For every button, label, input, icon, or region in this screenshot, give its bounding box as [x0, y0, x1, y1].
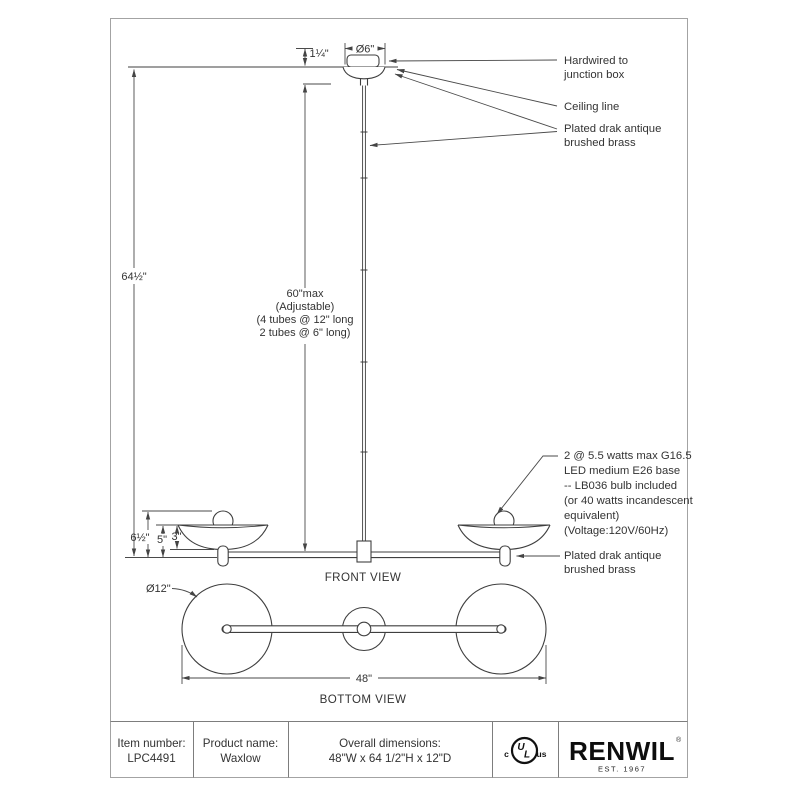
bulb-spec: -- LB036 bulb included	[564, 480, 677, 492]
title-block: Item number: LPC4491 Product name: Waxlo…	[110, 721, 688, 778]
svg-text:L: L	[524, 750, 530, 761]
adjustable-note: (4 tubes @ 12" long	[256, 314, 353, 326]
lamp-mid-dim: 5"	[157, 534, 167, 546]
overall-dimensions-value: 48"W x 64 1/2"H x 12"D	[329, 752, 452, 765]
shade-depth-dim: 3"	[171, 531, 181, 543]
item-number-label: Item number:	[117, 737, 185, 750]
shade-diameter-dim: Ø12"	[146, 583, 171, 595]
product-name-value: Waxlow	[220, 752, 261, 765]
front-view-fixture	[177, 510, 551, 567]
left-finial	[217, 545, 229, 567]
bottom-view-title: BOTTOM VIEW	[320, 693, 407, 706]
annotations: Hardwired to junction box Ceiling line P…	[563, 55, 694, 576]
canopy-stem	[359, 78, 369, 86]
dim-canopy: Ø6" 1¼"	[296, 43, 386, 66]
lamp-total-dim: 6½"	[130, 532, 149, 544]
annotation-leaders	[369, 58, 560, 559]
canopy-height-dim: 1¼"	[310, 48, 329, 60]
canopy-assembly	[128, 54, 398, 86]
hardwired-label: junction box	[563, 69, 625, 81]
overall-dimensions-label: Overall dimensions:	[339, 737, 441, 750]
border-frame	[110, 18, 688, 778]
ceiling-line-label: Ceiling line	[564, 101, 619, 113]
right-finial	[499, 545, 511, 567]
bottom-view-fixture: 48" Ø12"	[146, 583, 547, 685]
svg-text:us: us	[537, 749, 547, 759]
bulb-spec: 2 @ 5.5 watts max G16.5	[564, 450, 692, 462]
plated-brass-bottom-label: brushed brass	[564, 564, 636, 576]
registered-mark: ®	[676, 736, 682, 744]
renwil-logo: RENWIL ® EST. 1967	[569, 736, 682, 774]
hardwired-label: Hardwired to	[564, 55, 628, 67]
product-name-label: Product name:	[203, 737, 278, 750]
plated-brass-top-label: brushed brass	[564, 137, 636, 149]
plated-brass-bottom-label: Plated drak antique	[564, 550, 661, 562]
svg-text:U: U	[517, 742, 525, 753]
overall-height-dim: 64½"	[121, 271, 146, 283]
bulb-spec: equivalent)	[564, 510, 620, 522]
adjustable-note: 60"max	[287, 288, 324, 300]
ul-certification-icon: c U L us	[504, 736, 547, 765]
brand-est: EST. 1967	[598, 765, 646, 774]
view-titles: FRONT VIEW BOTTOM VIEW	[320, 571, 407, 706]
bulb-spec: (Voltage:120V/60Hz)	[564, 525, 668, 537]
brand-name: RENWIL	[569, 736, 675, 766]
canopy-dome	[342, 66, 386, 80]
item-number-value: LPC4491	[127, 752, 175, 765]
dim-adjustable: 60"max (Adjustable) (4 tubes @ 12" long …	[256, 83, 354, 552]
bulb-spec: LED medium E26 base	[564, 465, 680, 477]
adjustable-note: 2 tubes @ 6" long)	[260, 327, 351, 339]
overall-width-dim: 48"	[356, 673, 372, 685]
down-rod	[360, 85, 368, 541]
dim-overall-height: 64½"	[121, 69, 147, 557]
rod-joints	[360, 131, 368, 453]
center-connector	[356, 540, 372, 563]
canopy-diameter-dim: Ø6"	[356, 44, 375, 56]
bulb-spec: (or 40 watts incandescent	[564, 495, 694, 507]
junction-box	[346, 54, 380, 68]
dim-lamp-head: 6½" 5" 3"	[125, 510, 217, 558]
plated-brass-top-label: Plated drak antique	[564, 123, 661, 135]
adjustable-note: (Adjustable)	[276, 301, 335, 313]
front-view-title: FRONT VIEW	[325, 571, 402, 584]
svg-text:c: c	[504, 749, 509, 759]
